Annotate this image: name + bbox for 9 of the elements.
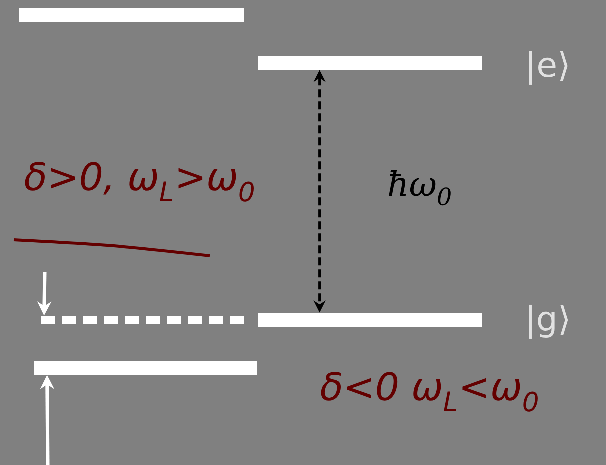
energy-level-bar bbox=[258, 56, 482, 70]
state-label: |g⟩ bbox=[529, 304, 568, 339]
energy-level-bar bbox=[20, 8, 244, 22]
state-label: |e⟩ bbox=[530, 50, 568, 85]
handwritten-note: δ>0, ω$_{L}$>ω$_{0}$ bbox=[14, 162, 254, 258]
dashed-level-line bbox=[42, 316, 244, 324]
handwritten-note: δ<0 ω$_{L}$<ω$_{0}$ bbox=[321, 372, 538, 412]
energy-level-bar bbox=[258, 312, 482, 327]
edge-label: ħω$_{0}$ bbox=[386, 169, 454, 207]
